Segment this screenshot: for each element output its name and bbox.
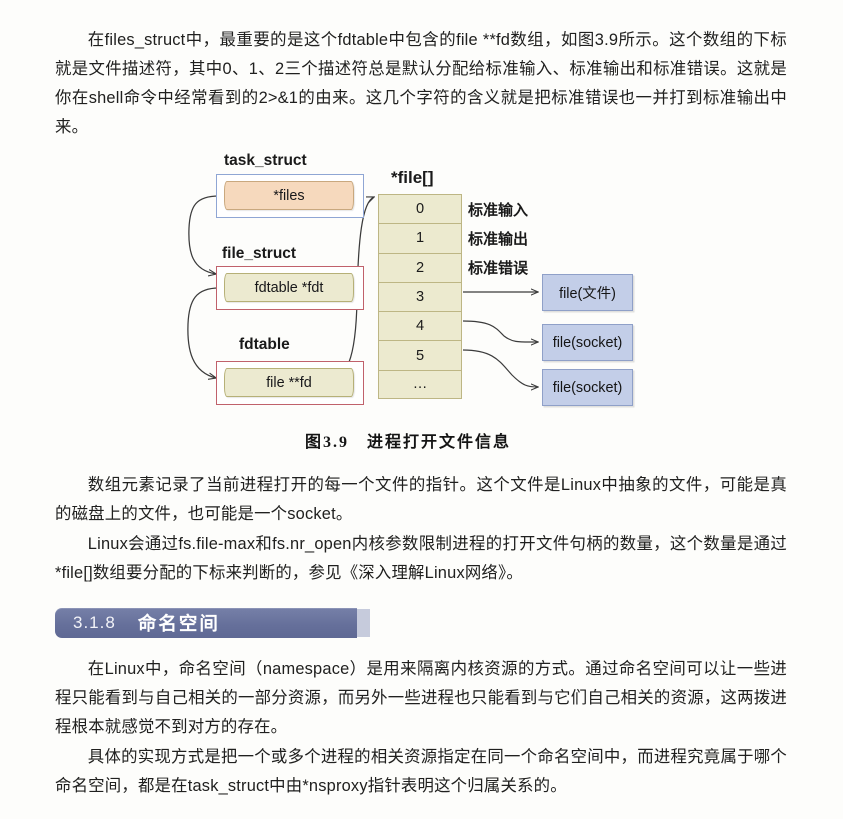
node-title-file-struct: file_struct [222, 245, 297, 262]
paragraph-file-max: Linux会通过fs.file-max和fs.nr_open内核参数限制进程的打… [55, 535, 787, 582]
file-box-socket-2: file(socket) [542, 369, 633, 406]
file-array-cell: 5 [378, 340, 462, 370]
file-array-cell: 0 [378, 194, 462, 224]
label-stdin: 标准输入 [468, 202, 529, 219]
paragraph-namespace-intro: 在Linux中，命名空间（namespace）是用来隔离内核资源的方式。通过命名… [55, 660, 787, 736]
array-title-file: *file[] [391, 168, 434, 187]
file-box-socket-1: file(socket) [542, 324, 633, 361]
node-title-task-struct: task_struct [224, 152, 307, 169]
file-array-cell: 2 [378, 252, 462, 282]
file-box-file: file(文件) [542, 274, 633, 311]
figure-caption: 图3.9 进程打开文件信息 [305, 434, 512, 451]
paragraph-files-struct: 在files_struct中，最重要的是这个fdtable中包含的file **… [55, 31, 787, 136]
paragraph-array-elements: 数组元素记录了当前进程打开的每一个文件的指针。这个文件是Linux中抽象的文件，… [55, 476, 787, 523]
section-number: 3.1.8 [73, 613, 116, 632]
file-array-cell: … [378, 369, 462, 399]
node-field-files: *files [224, 181, 354, 210]
node-title-fdtable: fdtable [239, 336, 290, 353]
file-array-cell: 4 [378, 311, 462, 341]
section-heading-3-1-8: 3.1.8 命名空间 [55, 608, 357, 638]
label-stdout: 标准输出 [468, 231, 529, 248]
file-array-cell: 3 [378, 281, 462, 312]
paragraph-nsproxy: 具体的实现方式是把一个或多个进程的相关资源指定在同一个命名空间中，而进程究竟属于… [55, 748, 787, 795]
node-field-file-fd: file **fd [224, 368, 354, 397]
file-array-cell: 1 [378, 223, 462, 253]
label-stderr: 标准错误 [468, 260, 529, 277]
section-title: 命名空间 [137, 613, 220, 634]
node-field-fdtable-fdt: fdtable *fdt [224, 273, 354, 302]
